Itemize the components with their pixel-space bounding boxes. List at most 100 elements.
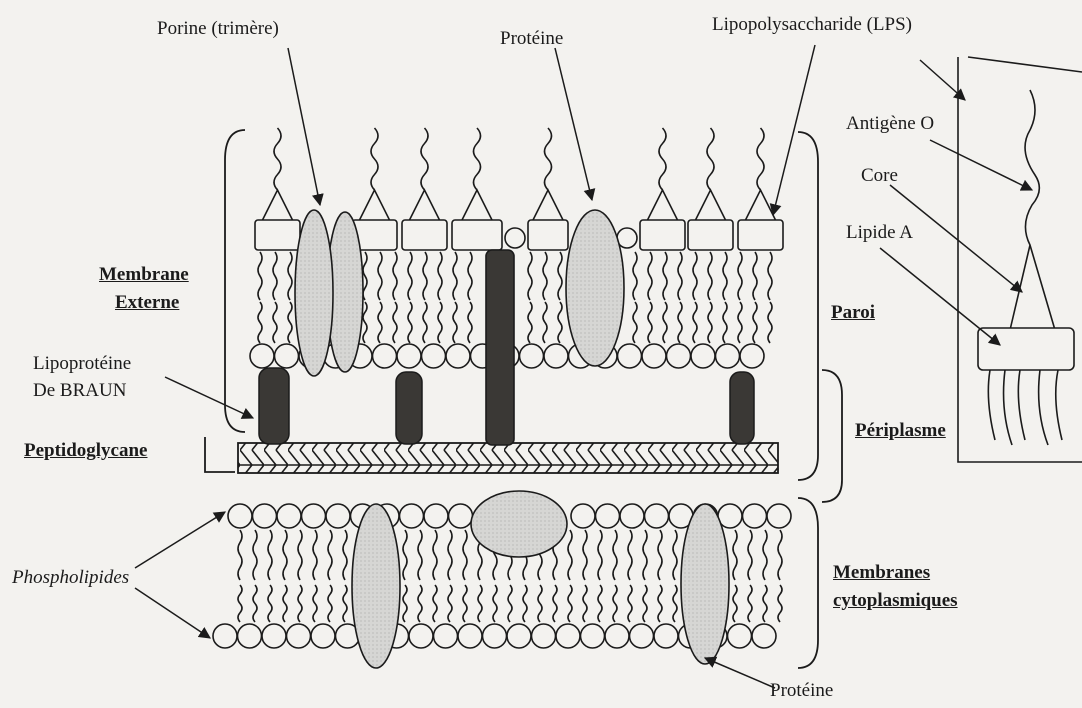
lps-inset: [958, 57, 1082, 462]
lps-core-triangle: [360, 190, 390, 220]
im-lipid-tail-bottom: [298, 585, 302, 622]
im-lipid-tail-top: [628, 530, 632, 580]
im-phospholipid-head-top: [326, 504, 350, 528]
lipoproteine-label-1: Lipoprotéine: [33, 353, 131, 375]
im-phospholipid-head-bottom: [532, 624, 556, 648]
im-phospholipid-head-top: [228, 504, 252, 528]
lps-core-box: [452, 220, 502, 250]
om-lipid-tail-top: [393, 252, 397, 300]
om-lipid-tail-top: [528, 252, 532, 300]
om-lipid-tail-top: [678, 252, 682, 300]
im-phospholipid-head-top: [302, 504, 326, 528]
om-lipid-tail-bottom: [393, 302, 397, 343]
im-lipid-tail-top: [583, 530, 587, 580]
im-phospholipid-head-bottom: [605, 624, 629, 648]
im-lipid-tail-top: [763, 530, 767, 580]
om-lipid-tail-top: [753, 252, 757, 300]
im-phospholipid-head-top: [253, 504, 277, 528]
im-lipid-tail-bottom: [448, 585, 452, 622]
im-lipid-tail-top: [283, 530, 287, 580]
im-lipid-tail-bottom: [538, 585, 542, 622]
im-lipid-tail-bottom: [493, 585, 497, 622]
cytoplasmic-membrane-protein-right: [681, 504, 729, 664]
o-antigen-chain: [707, 128, 714, 190]
om-lipid-tail-top: [633, 252, 637, 300]
om-lipid-tail-top: [273, 252, 277, 300]
im-lipid-tail-bottom: [403, 585, 407, 622]
periplasmic-protein: [471, 491, 567, 557]
lps-label: Lipopolysaccharide (LPS): [712, 14, 912, 36]
om-lipid-tail-top: [378, 252, 382, 300]
im-lipid-tail-top: [778, 530, 782, 580]
lps-core-triangle: [746, 190, 776, 220]
om-phospholipid-head: [740, 344, 764, 368]
im-phospholipid-head-bottom: [556, 624, 580, 648]
peptidoglycane-label: Peptidoglycane: [24, 440, 148, 462]
om-phospholipid-head: [642, 344, 666, 368]
lps-chains: [263, 128, 776, 220]
om-phospholipid-head: [446, 344, 470, 368]
im-lipid-tail-bottom: [508, 585, 512, 622]
o-antigen-chain: [421, 128, 428, 190]
om-lipid-tail-bottom: [453, 302, 457, 343]
im-phospholipid-head-top: [743, 504, 767, 528]
om-lipid-tail-bottom: [648, 302, 652, 343]
im-lipid-tail-top: [403, 530, 407, 580]
im-lipid-tail-bottom: [598, 585, 602, 622]
om-phospholipid-head: [618, 344, 642, 368]
im-lipid-tail-bottom: [268, 585, 272, 622]
im-lipid-tail-bottom: [523, 585, 527, 622]
im-lipid-tail-top: [463, 530, 467, 580]
lps-core-box: [255, 220, 300, 250]
peptidoglycan-layer: [238, 443, 778, 473]
om-phospholipid-head: [250, 344, 274, 368]
im-lipid-tail-bottom: [763, 585, 767, 622]
phospholipides-label: Phospholipides: [12, 567, 129, 589]
lps-core-triangle: [462, 190, 492, 220]
om-lipid-tail-top: [288, 252, 292, 300]
proteine-top-label: Protéine: [500, 28, 563, 50]
im-lipid-tail-bottom: [433, 585, 437, 622]
lps-core-box: [528, 220, 568, 250]
om-lipid-tail-bottom: [693, 302, 697, 343]
om-lipid-tail-bottom: [423, 302, 427, 343]
om-lipid-tail-bottom: [438, 302, 442, 343]
im-phospholipid-head-bottom: [262, 624, 286, 648]
im-phospholipid-head-bottom: [287, 624, 311, 648]
im-phospholipid-head-bottom: [434, 624, 458, 648]
om-lipid-tail-bottom: [408, 302, 412, 343]
om-lipid-tail-bottom: [723, 302, 727, 343]
braun-lipoprotein: [396, 372, 422, 444]
periplasme-label: Périplasme: [855, 420, 946, 442]
om-phospholipid-head: [691, 344, 715, 368]
im-lipid-tail-bottom: [568, 585, 572, 622]
im-phospholipid-head-bottom: [213, 624, 237, 648]
o-antigen-chain: [474, 128, 481, 190]
im-phospholipid-head-bottom: [728, 624, 752, 648]
om-lipid-tail-top: [258, 252, 262, 300]
om-lipid-tail-bottom: [363, 302, 367, 343]
om-lipid-tail-bottom: [678, 302, 682, 343]
om-lipid-tail-top: [453, 252, 457, 300]
om-lipid-tail-bottom: [378, 302, 382, 343]
om-lipid-tail-bottom: [258, 302, 262, 343]
im-lipid-tail-bottom: [553, 585, 557, 622]
im-phospholipid-head-top: [645, 504, 669, 528]
im-lipid-tail-top: [568, 530, 572, 580]
om-lipid-tail-top: [558, 252, 562, 300]
im-lipid-tail-top: [343, 530, 347, 580]
im-lipid-tail-bottom: [583, 585, 587, 622]
im-lipid-tail-bottom: [673, 585, 677, 622]
im-lipid-tail-bottom: [748, 585, 752, 622]
membranes-cyto-label-2: cytoplasmiques: [833, 590, 958, 612]
im-phospholipid-head-bottom: [630, 624, 654, 648]
om-lipid-tail-bottom: [738, 302, 742, 343]
im-lipid-tail-bottom: [613, 585, 617, 622]
lps-core-box: [738, 220, 783, 250]
im-lipid-tail-top: [448, 530, 452, 580]
om-lipid-tail-bottom: [288, 302, 292, 343]
om-lipid-tail-top: [768, 252, 772, 300]
im-lipid-tail-top: [673, 530, 677, 580]
im-lipid-tail-top: [733, 530, 737, 580]
im-lipid-tail-top: [613, 530, 617, 580]
